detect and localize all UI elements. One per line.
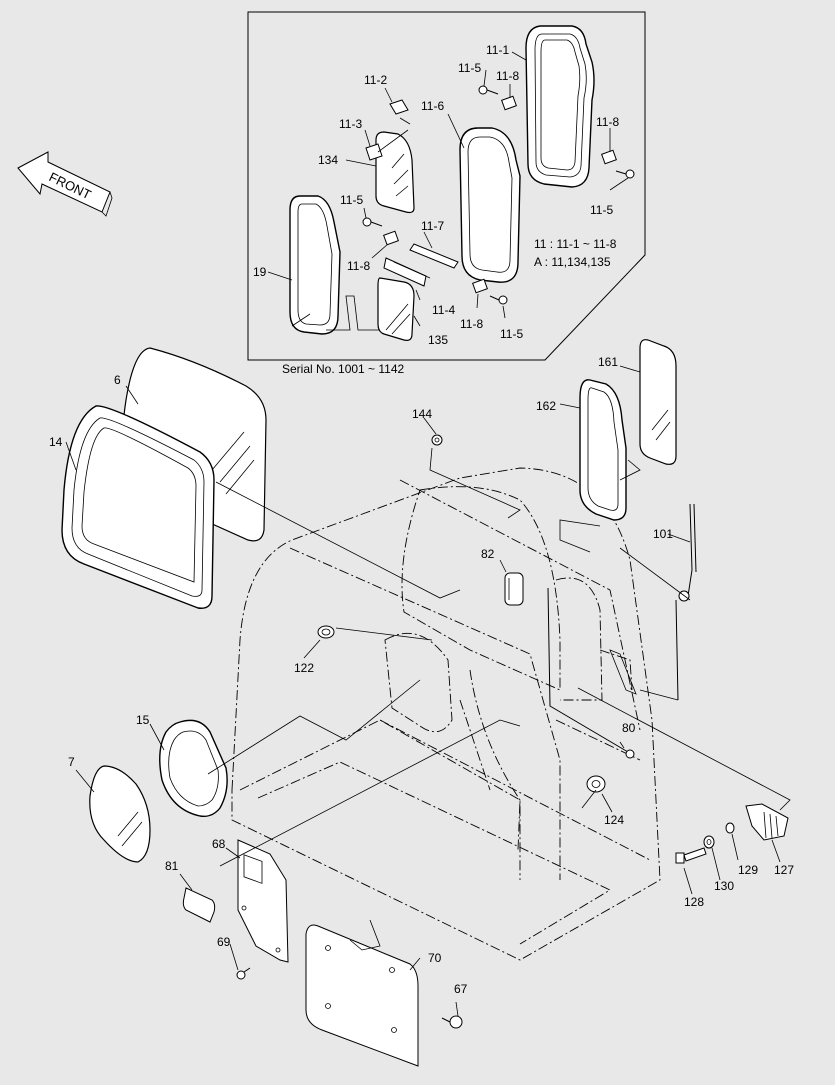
cab-body [231,467,661,961]
label-19: 19 [253,265,267,279]
label-81: 81 [165,859,179,873]
label-135: 135 [428,333,448,347]
screw-11-5d [489,295,508,305]
label-11-8: 11-8 [347,259,370,273]
inset-note-line2: A : 11,134,135 [534,255,611,269]
label-11-5: 11-5 [458,61,481,75]
label-144: 144 [412,407,432,421]
label-15: 15 [136,713,150,727]
screw-11-5a [478,85,499,95]
seal-11-1 [525,25,595,188]
grommet-124 [586,775,606,793]
label-14: 14 [49,435,63,449]
pad-81 [182,887,216,923]
block-11-8d [472,278,488,294]
grommet-122 [317,625,335,639]
grommet-144 [431,434,443,446]
label-11-5: 11-5 [340,193,363,207]
clip-11-2 [389,99,409,115]
inset-note-line1: 11 : 11-1 ~ 11-8 [534,237,617,251]
label-162: 162 [536,399,556,413]
lamp-82 [504,572,524,606]
washer-130 [703,835,715,849]
seal-162 [579,379,627,521]
label-11-7: 11-7 [421,219,444,233]
label-128: 128 [684,895,704,909]
label-130: 130 [714,879,734,893]
bolt-67 [441,1015,463,1029]
latch-127 [745,803,789,841]
label-161: 161 [598,355,618,369]
part-101 [675,503,697,701]
inset-box: Serial No. 1001 ~ 1142 11 : 11-1 ~ 11-8 … [247,11,646,376]
seal-19 [289,195,341,335]
label-11-5: 11-5 [590,203,613,217]
block-11-8a [501,95,517,111]
label-11-5: 11-5 [500,327,523,341]
label-11-8: 11-8 [596,115,619,129]
seal-14 [61,405,215,609]
label-69: 69 [217,935,231,949]
seal-15 [159,719,228,818]
main-leaders [65,365,791,1017]
labels: 11-1 11-5 11-8 11-2 11-6 11-3 11-8 134 1… [49,43,794,996]
bolt-69 [236,967,251,980]
part-80 [547,587,635,759]
label-68: 68 [212,837,226,851]
inset-leaders [267,51,629,331]
glass-134 [375,131,415,214]
label-124: 124 [604,813,624,827]
label-67: 67 [454,982,468,996]
label-127: 127 [774,863,794,877]
label-11-2: 11-2 [364,73,387,87]
inset-caption: Serial No. 1001 ~ 1142 [282,362,405,376]
screw-11-5b [615,169,635,179]
block-11-8b [601,149,617,165]
label-80: 80 [622,721,636,735]
block-11-8c [383,230,399,246]
label-11-1: 11-1 [486,43,509,57]
label-11-4: 11-4 [432,303,455,317]
label-70: 70 [428,951,442,965]
label-101: 101 [653,527,673,541]
label-7: 7 [68,755,75,769]
bolt-128 [675,847,707,864]
label-82: 82 [481,547,495,561]
clip-11-3 [365,143,383,161]
strip-11-7 [409,243,459,269]
glass-161 [639,339,677,465]
panel-70 [305,924,419,1067]
front-arrow: FRONT [17,151,113,217]
label-6: 6 [114,373,121,387]
cover-68 [237,839,289,963]
seal-11-6 [459,127,521,283]
label-129: 129 [738,863,758,877]
glass-7 [89,765,151,863]
label-11-6: 11-6 [421,99,444,113]
label-11-8: 11-8 [496,69,519,83]
label-11-8: 11-8 [460,317,483,331]
screw-11-5c [362,217,383,227]
glass-135 [377,277,415,341]
label-11-3: 11-3 [339,117,362,131]
label-134: 134 [318,153,338,167]
washer-129 [725,822,735,834]
label-122: 122 [294,661,314,675]
